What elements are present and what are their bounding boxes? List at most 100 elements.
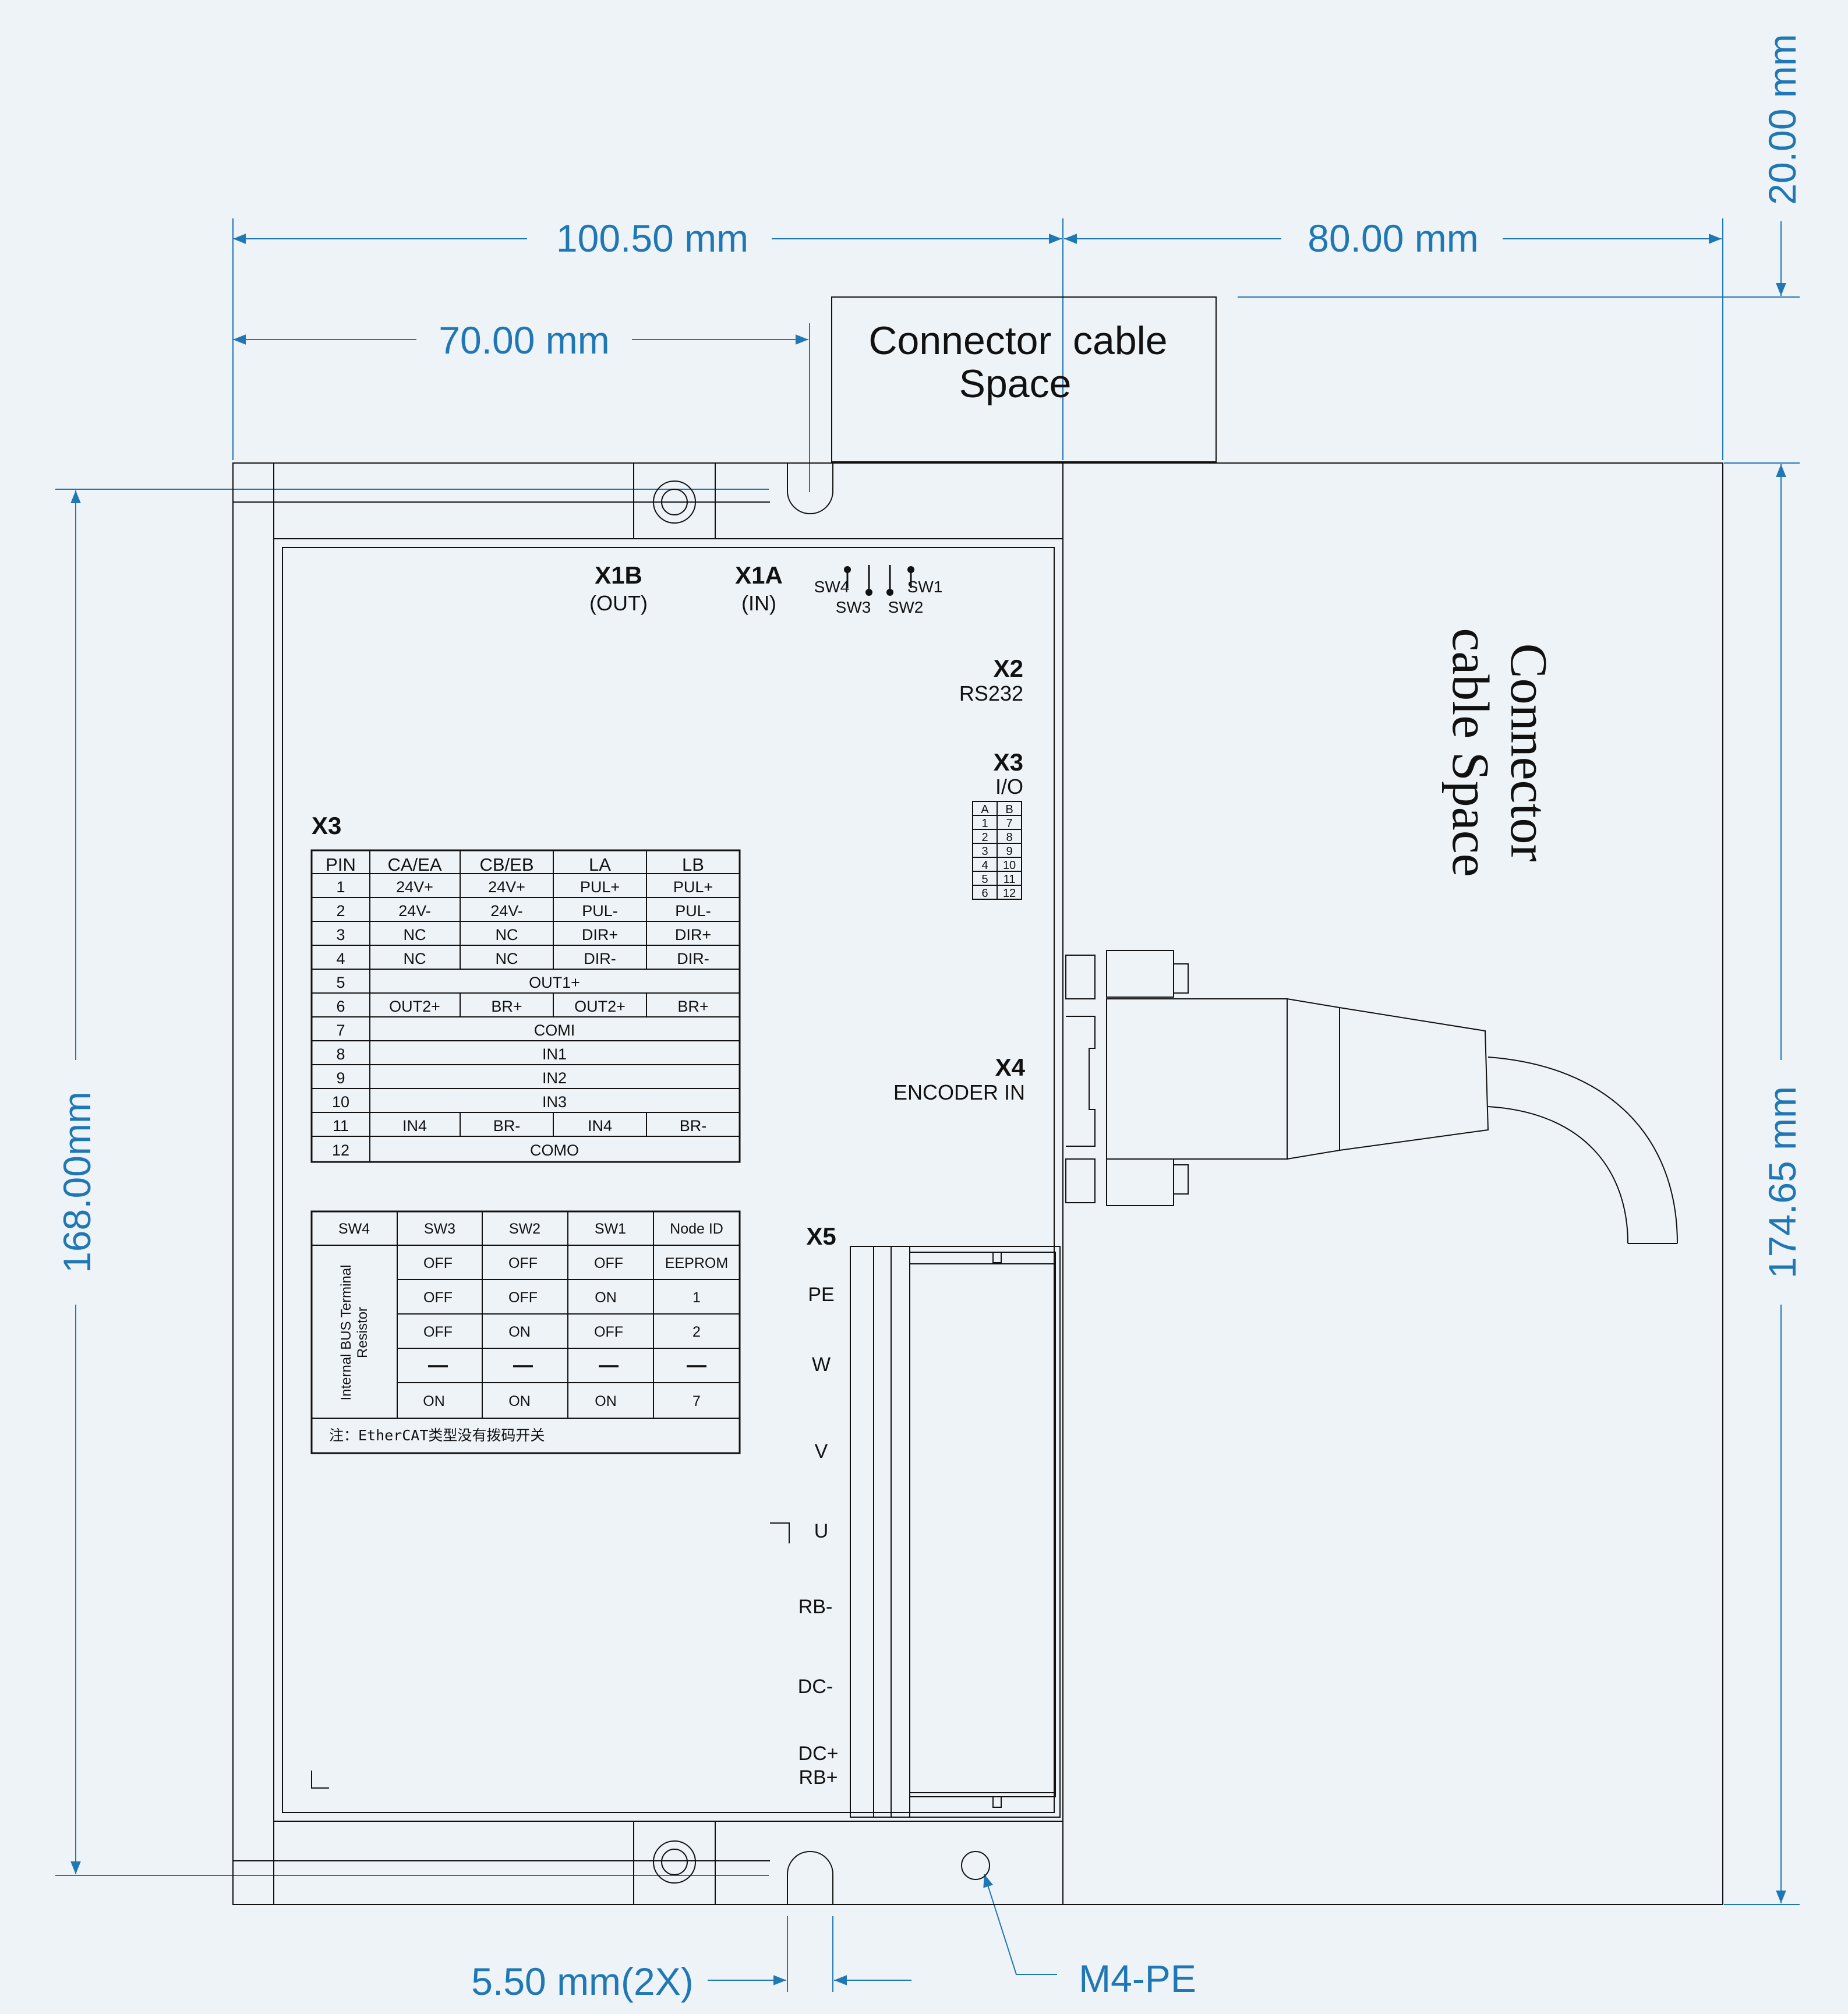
- label-sw3: SW3: [836, 598, 871, 616]
- top-cable-space-label: Connector cable: [868, 319, 1167, 363]
- x3-grid-col-b: B: [1005, 803, 1013, 816]
- switch-table-cell: OFF: [508, 1289, 538, 1306]
- pin-table-header: LA: [589, 854, 611, 875]
- switch-table-cell: ON: [508, 1324, 531, 1340]
- switch-table-cell: OFF: [423, 1255, 453, 1271]
- x5-terminal-block: [311, 1246, 1061, 1818]
- dim-height-174-65: 174.65 mm: [1761, 1086, 1804, 1278]
- pin-table-cell: DIR-: [584, 950, 616, 967]
- pin-table-cell: 24V+: [488, 878, 525, 896]
- x3-grid-cell: 11: [1003, 873, 1016, 886]
- pin-table-cell: PUL-: [675, 902, 711, 920]
- label-x1b: X1B: [595, 561, 642, 589]
- connector-labels: X1B (OUT) X1A (IN) SW4 SW3 SW2 SW1 X2 RS…: [589, 561, 1026, 1250]
- dim-slot-5-50: 5.50 mm(2X): [471, 1960, 693, 2003]
- x3-pin-grid: A B 1 7 2 8 3 9 4 10 5 11 6 12: [972, 801, 1022, 900]
- x3-grid-cell: 8: [1006, 831, 1012, 844]
- top-space-word-space: Space: [959, 362, 1072, 406]
- label-x2: X2: [994, 655, 1023, 682]
- pin-table-cell: DIR-: [677, 950, 709, 967]
- switch-table-note: 注：EtherCAT类型没有拨码开关: [329, 1427, 545, 1444]
- top-space-word-cable: cable: [1073, 319, 1168, 363]
- switch-table: SW4 SW3 SW2 SW1 Node ID OFF OFF OFF EEPR…: [310, 1210, 741, 1454]
- label-x1b-out: (OUT): [589, 591, 648, 615]
- side-space-line1: Connector: [1500, 644, 1557, 862]
- pin-table-merged-cell: COMI: [534, 1022, 575, 1039]
- pin-table-cell: BR-: [680, 1117, 707, 1135]
- x5-pin-v: V: [815, 1440, 828, 1462]
- pin-table-cell: 24V+: [396, 878, 433, 896]
- sw1-dot: [907, 566, 914, 573]
- x5-pin-rb-minus: RB-: [798, 1596, 833, 1618]
- x3-grid-cell: 6: [981, 887, 988, 900]
- label-x3-io: I/O: [995, 775, 1023, 798]
- pin-table-cell: IN4: [588, 1117, 612, 1135]
- dim-width-70: 70.00 mm: [439, 319, 609, 362]
- switch-table-header: SW3: [424, 1221, 455, 1237]
- label-m4-pe: M4-PE: [1079, 1957, 1196, 2000]
- x5-pin-w: W: [812, 1354, 831, 1376]
- pin-number: 4: [336, 950, 345, 967]
- pin-table-cell: IN4: [402, 1117, 427, 1135]
- switch-table-cell: ON: [595, 1289, 617, 1306]
- switch-table-cell: OFF: [423, 1289, 453, 1306]
- x5-pin-dc-plus: DC+: [798, 1743, 839, 1765]
- pin-number: 3: [336, 926, 345, 944]
- label-sw1: SW1: [907, 578, 943, 596]
- pin-table-merged-cell: COMO: [530, 1142, 579, 1159]
- dimension-lines: [55, 218, 1800, 1992]
- switch-table-cell: ON: [423, 1393, 445, 1409]
- pin-table-merged-cell: IN3: [542, 1093, 567, 1111]
- pin-number: 10: [332, 1093, 349, 1111]
- sw4-dot: [844, 566, 851, 573]
- x3-grid-cell: 12: [1003, 887, 1016, 900]
- label-x5: X5: [806, 1222, 836, 1250]
- pin-number: 5: [336, 974, 345, 991]
- pin-number: 2: [336, 902, 345, 920]
- switch-table-cell: —: [513, 1354, 533, 1376]
- pin-table: PIN CA/EA CB/EB LA LB 1 24V+ 24V+ PUL+ P…: [310, 849, 741, 1163]
- pin-number: 11: [333, 1117, 349, 1135]
- switch-table-header: SW4: [338, 1221, 370, 1237]
- x5-pin-dc-minus: DC-: [798, 1676, 833, 1698]
- switch-table-cell: OFF: [594, 1255, 623, 1271]
- x3-grid-cell: 9: [1006, 845, 1012, 858]
- pin-table-cell: OUT2+: [389, 998, 440, 1015]
- pin-table-cell: BR+: [677, 998, 708, 1015]
- x3-grid-cell: 2: [981, 831, 988, 844]
- pin-table-cell: PUL+: [673, 878, 713, 896]
- x3-grid-cell: 3: [981, 845, 988, 858]
- pin-table-cell: BR+: [491, 998, 522, 1015]
- switch-table-cell: —: [599, 1354, 619, 1376]
- switch-table-cell: —: [428, 1354, 448, 1376]
- x3-grid-cell: 5: [981, 873, 988, 886]
- x5-pin-pe: PE: [808, 1284, 834, 1306]
- sw3-dot: [865, 589, 872, 596]
- pin-table-cell: DIR+: [582, 926, 618, 944]
- dip-switches: [846, 565, 912, 590]
- switch-table-cell: 7: [692, 1393, 701, 1409]
- switch-table-cell: OFF: [423, 1324, 453, 1340]
- pin-table-cell: 24V-: [398, 902, 431, 920]
- switch-table-cell: ON: [508, 1393, 531, 1409]
- pin-table-header: LB: [682, 854, 704, 875]
- pin-table-merged-cell: IN2: [542, 1069, 567, 1087]
- pin-table-cell: 24V-: [490, 902, 523, 920]
- switch-table-cell: OFF: [594, 1324, 623, 1340]
- pin-table-header: PIN: [326, 854, 356, 875]
- switch-table-header: SW2: [509, 1221, 540, 1237]
- pin-table-cell: NC: [496, 926, 518, 944]
- label-sw4: SW4: [814, 578, 850, 596]
- pin-table-cell: BR-: [493, 1117, 521, 1135]
- pin-table-cell: DIR+: [675, 926, 711, 944]
- pin-number: 9: [336, 1069, 345, 1087]
- switch-table-cell: 1: [692, 1289, 701, 1306]
- pin-table-cell: NC: [404, 950, 426, 967]
- pin-table-merged-cell: IN1: [542, 1045, 567, 1063]
- switch-table-cell: OFF: [508, 1255, 538, 1271]
- x3-grid-cell: 4: [981, 859, 988, 872]
- pin-table-cell: NC: [496, 950, 518, 967]
- side-space-line2: cable Space: [1441, 628, 1499, 877]
- pin-number: 8: [336, 1045, 345, 1063]
